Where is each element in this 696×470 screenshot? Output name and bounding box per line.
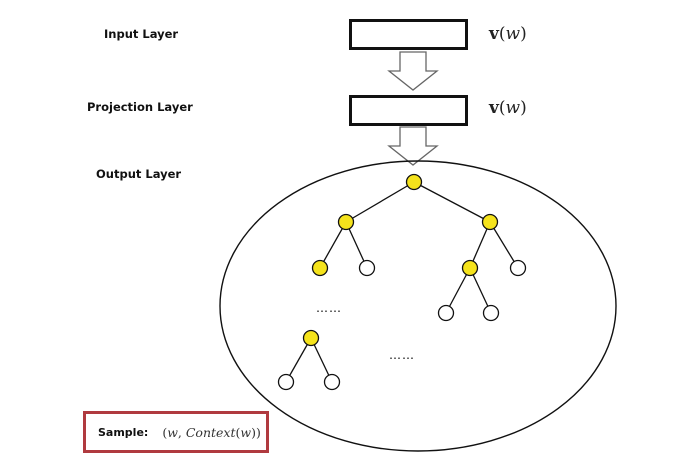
output-layer-label: Output Layer bbox=[96, 167, 182, 181]
edge bbox=[345, 221, 368, 269]
arrow-input-to-projection bbox=[387, 51, 439, 91]
edge bbox=[445, 267, 471, 314]
tree-node bbox=[358, 259, 376, 277]
edge bbox=[319, 221, 347, 269]
ellipsis-dots-left: …… bbox=[316, 301, 342, 315]
tree-node-highlighted bbox=[337, 213, 355, 231]
ellipsis-dots-right: …… bbox=[389, 348, 415, 362]
tree-node-highlighted bbox=[302, 329, 320, 347]
edge bbox=[413, 181, 491, 223]
tree-node bbox=[437, 304, 455, 322]
tree-node-highlighted bbox=[405, 173, 423, 191]
output-ellipse bbox=[219, 160, 617, 452]
tree-node bbox=[482, 304, 500, 322]
arrow-projection-to-output bbox=[387, 126, 439, 166]
projection-vector-formula: v(w) bbox=[489, 98, 527, 118]
edge bbox=[489, 221, 519, 269]
projection-layer-label: Projection Layer bbox=[87, 100, 193, 114]
sample-label: Sample: bbox=[98, 425, 149, 439]
sample-formula: (w, Context(w)) bbox=[162, 424, 261, 440]
tree-node-highlighted bbox=[311, 259, 329, 277]
sample-box: Sample: (w, Context(w)) bbox=[83, 411, 269, 453]
edge bbox=[469, 267, 492, 314]
edge bbox=[469, 221, 491, 269]
edge bbox=[345, 181, 415, 223]
tree-node bbox=[509, 259, 527, 277]
tree-node bbox=[277, 373, 295, 391]
tree-node bbox=[323, 373, 341, 391]
edge bbox=[285, 337, 312, 383]
input-layer-label: Input Layer bbox=[104, 27, 179, 41]
input-vector-formula: v(w) bbox=[489, 24, 527, 44]
tree-nodes bbox=[277, 173, 527, 391]
tree-node-highlighted bbox=[481, 213, 499, 231]
tree-node-highlighted bbox=[461, 259, 479, 277]
input-layer-box bbox=[349, 19, 468, 50]
projection-layer-box bbox=[349, 95, 468, 126]
